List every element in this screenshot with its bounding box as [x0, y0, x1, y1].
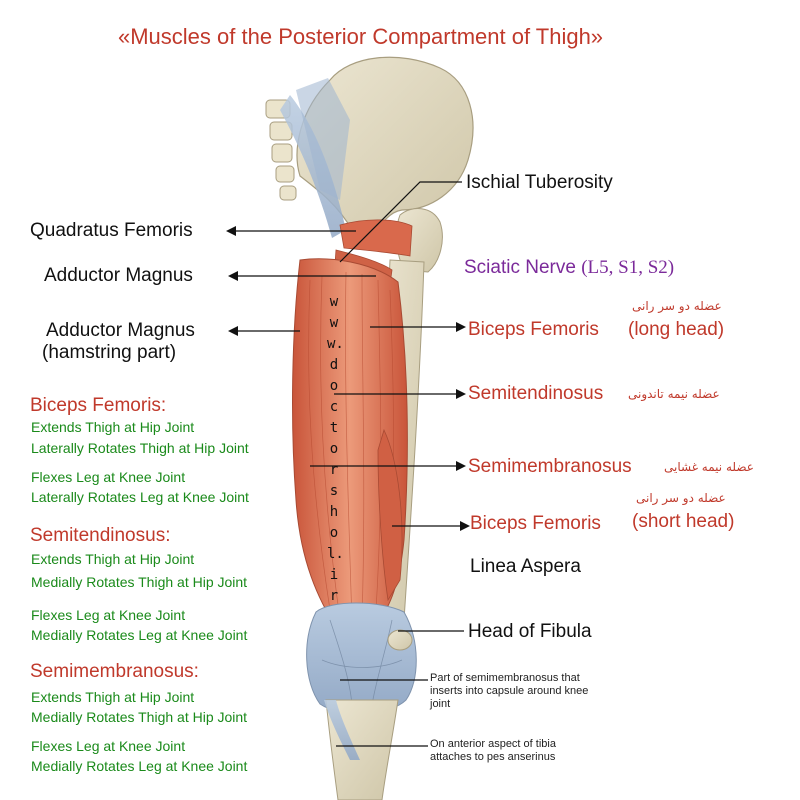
- label-biceps-long-head: (long head): [628, 319, 725, 340]
- action-item: Medially Rotates Thigh at Hip Joint: [31, 574, 248, 590]
- label-biceps-long: Biceps Femoris: [468, 319, 599, 340]
- fibula-head: [387, 629, 413, 651]
- label-semimembranosus: Semimembranosus: [468, 456, 632, 477]
- sciatic-nerve-roots: (L5, S1, S2): [581, 257, 675, 278]
- label-biceps-short-head: (short head): [632, 511, 735, 532]
- quadratus-femoris-muscle: [339, 219, 413, 257]
- sacrum-bone: [265, 99, 297, 201]
- action-item: Medially Rotates Leg at Knee Joint: [31, 627, 248, 643]
- label-pes-anserinus: On anterior aspect of tibia attaches to …: [430, 738, 556, 764]
- action-item: Flexes Leg at Knee Joint: [31, 738, 186, 754]
- label-biceps-short-persian: عضله دو سر رانی: [636, 491, 726, 505]
- label-adductor-magnus-hamstring: Adductor Magnus: [46, 320, 195, 341]
- action-item: Laterally Rotates Leg at Knee Joint: [31, 489, 249, 505]
- label-semimembranosus-persian: عضله نیمه غشایی: [664, 460, 754, 474]
- action-item: Laterally Rotates Thigh at Hip Joint: [31, 440, 249, 456]
- arrowheads: [226, 226, 470, 531]
- arrow-quadratus-femoris: [226, 226, 236, 236]
- heading-biceps-femoris-actions: Biceps Femoris:: [30, 395, 167, 416]
- action-item: Medially Rotates Thigh at Hip Joint: [31, 709, 248, 725]
- arrow-semitendinosus: [456, 389, 466, 399]
- label-adductor-magnus: Adductor Magnus: [44, 265, 193, 286]
- label-adductor-magnus-hamstring-part: (hamstring part): [42, 342, 177, 363]
- action-item: Extends Thigh at Hip Joint: [31, 551, 195, 567]
- label-semitendinosus: Semitendinosus: [468, 383, 604, 404]
- watermark-url: www.doctorshol.ir: [327, 294, 344, 604]
- leader-ischial-tuberosity: [339, 181, 462, 263]
- label-head-of-fibula: Head of Fibula: [468, 621, 592, 642]
- knee-tendon-lines: [321, 619, 403, 706]
- arrow-adductor-magnus-hamstring: [228, 326, 238, 336]
- action-item: Extends Thigh at Hip Joint: [31, 689, 195, 705]
- action-item: Flexes Leg at Knee Joint: [31, 469, 186, 485]
- heading-semimembranosus-actions: Semimembranosus:: [30, 661, 199, 682]
- label-quadratus-femoris: Quadratus Femoris: [30, 220, 193, 241]
- arrow-semimembranosus: [456, 461, 466, 471]
- leader-lines: [232, 181, 464, 747]
- label-ischial-tuberosity: Ischial Tuberosity: [466, 172, 613, 193]
- muscle-fibers: [308, 271, 394, 623]
- label-linea-aspera: Linea Aspera: [470, 556, 581, 577]
- page-title: «Muscles of the Posterior Compartment of…: [118, 24, 604, 49]
- action-item: Flexes Leg at Knee Joint: [31, 607, 186, 623]
- label-semimembranosus-capsule: Part of semimembranosus that inserts int…: [430, 672, 589, 711]
- pes-anserinus-tendon: [324, 700, 360, 760]
- posterior-ligaments: [296, 78, 350, 200]
- knee-joint: [306, 602, 417, 714]
- sacrotuberous-ligament: [280, 95, 346, 238]
- label-semitendinosus-persian: عضله نیمه تاندونی: [628, 387, 720, 401]
- label-biceps-long-persian: عضله دو سر رانی: [632, 299, 722, 313]
- arrow-biceps-long: [456, 322, 466, 332]
- arrow-adductor-magnus: [228, 271, 238, 281]
- label-sciatic-nerve: Sciatic Nerve (L5, S1, S2): [464, 258, 674, 277]
- biceps-short-head-muscle: [377, 428, 403, 602]
- label-biceps-short: Biceps Femoris: [470, 513, 601, 534]
- hamstring-muscles: [292, 258, 408, 631]
- arrow-biceps-short: [460, 521, 470, 531]
- action-item: Extends Thigh at Hip Joint: [31, 419, 195, 435]
- sciatic-nerve-name: Sciatic Nerve: [464, 257, 576, 278]
- action-item: Medially Rotates Leg at Knee Joint: [31, 758, 248, 774]
- heading-semitendinosus-actions: Semitendinosus:: [30, 525, 171, 546]
